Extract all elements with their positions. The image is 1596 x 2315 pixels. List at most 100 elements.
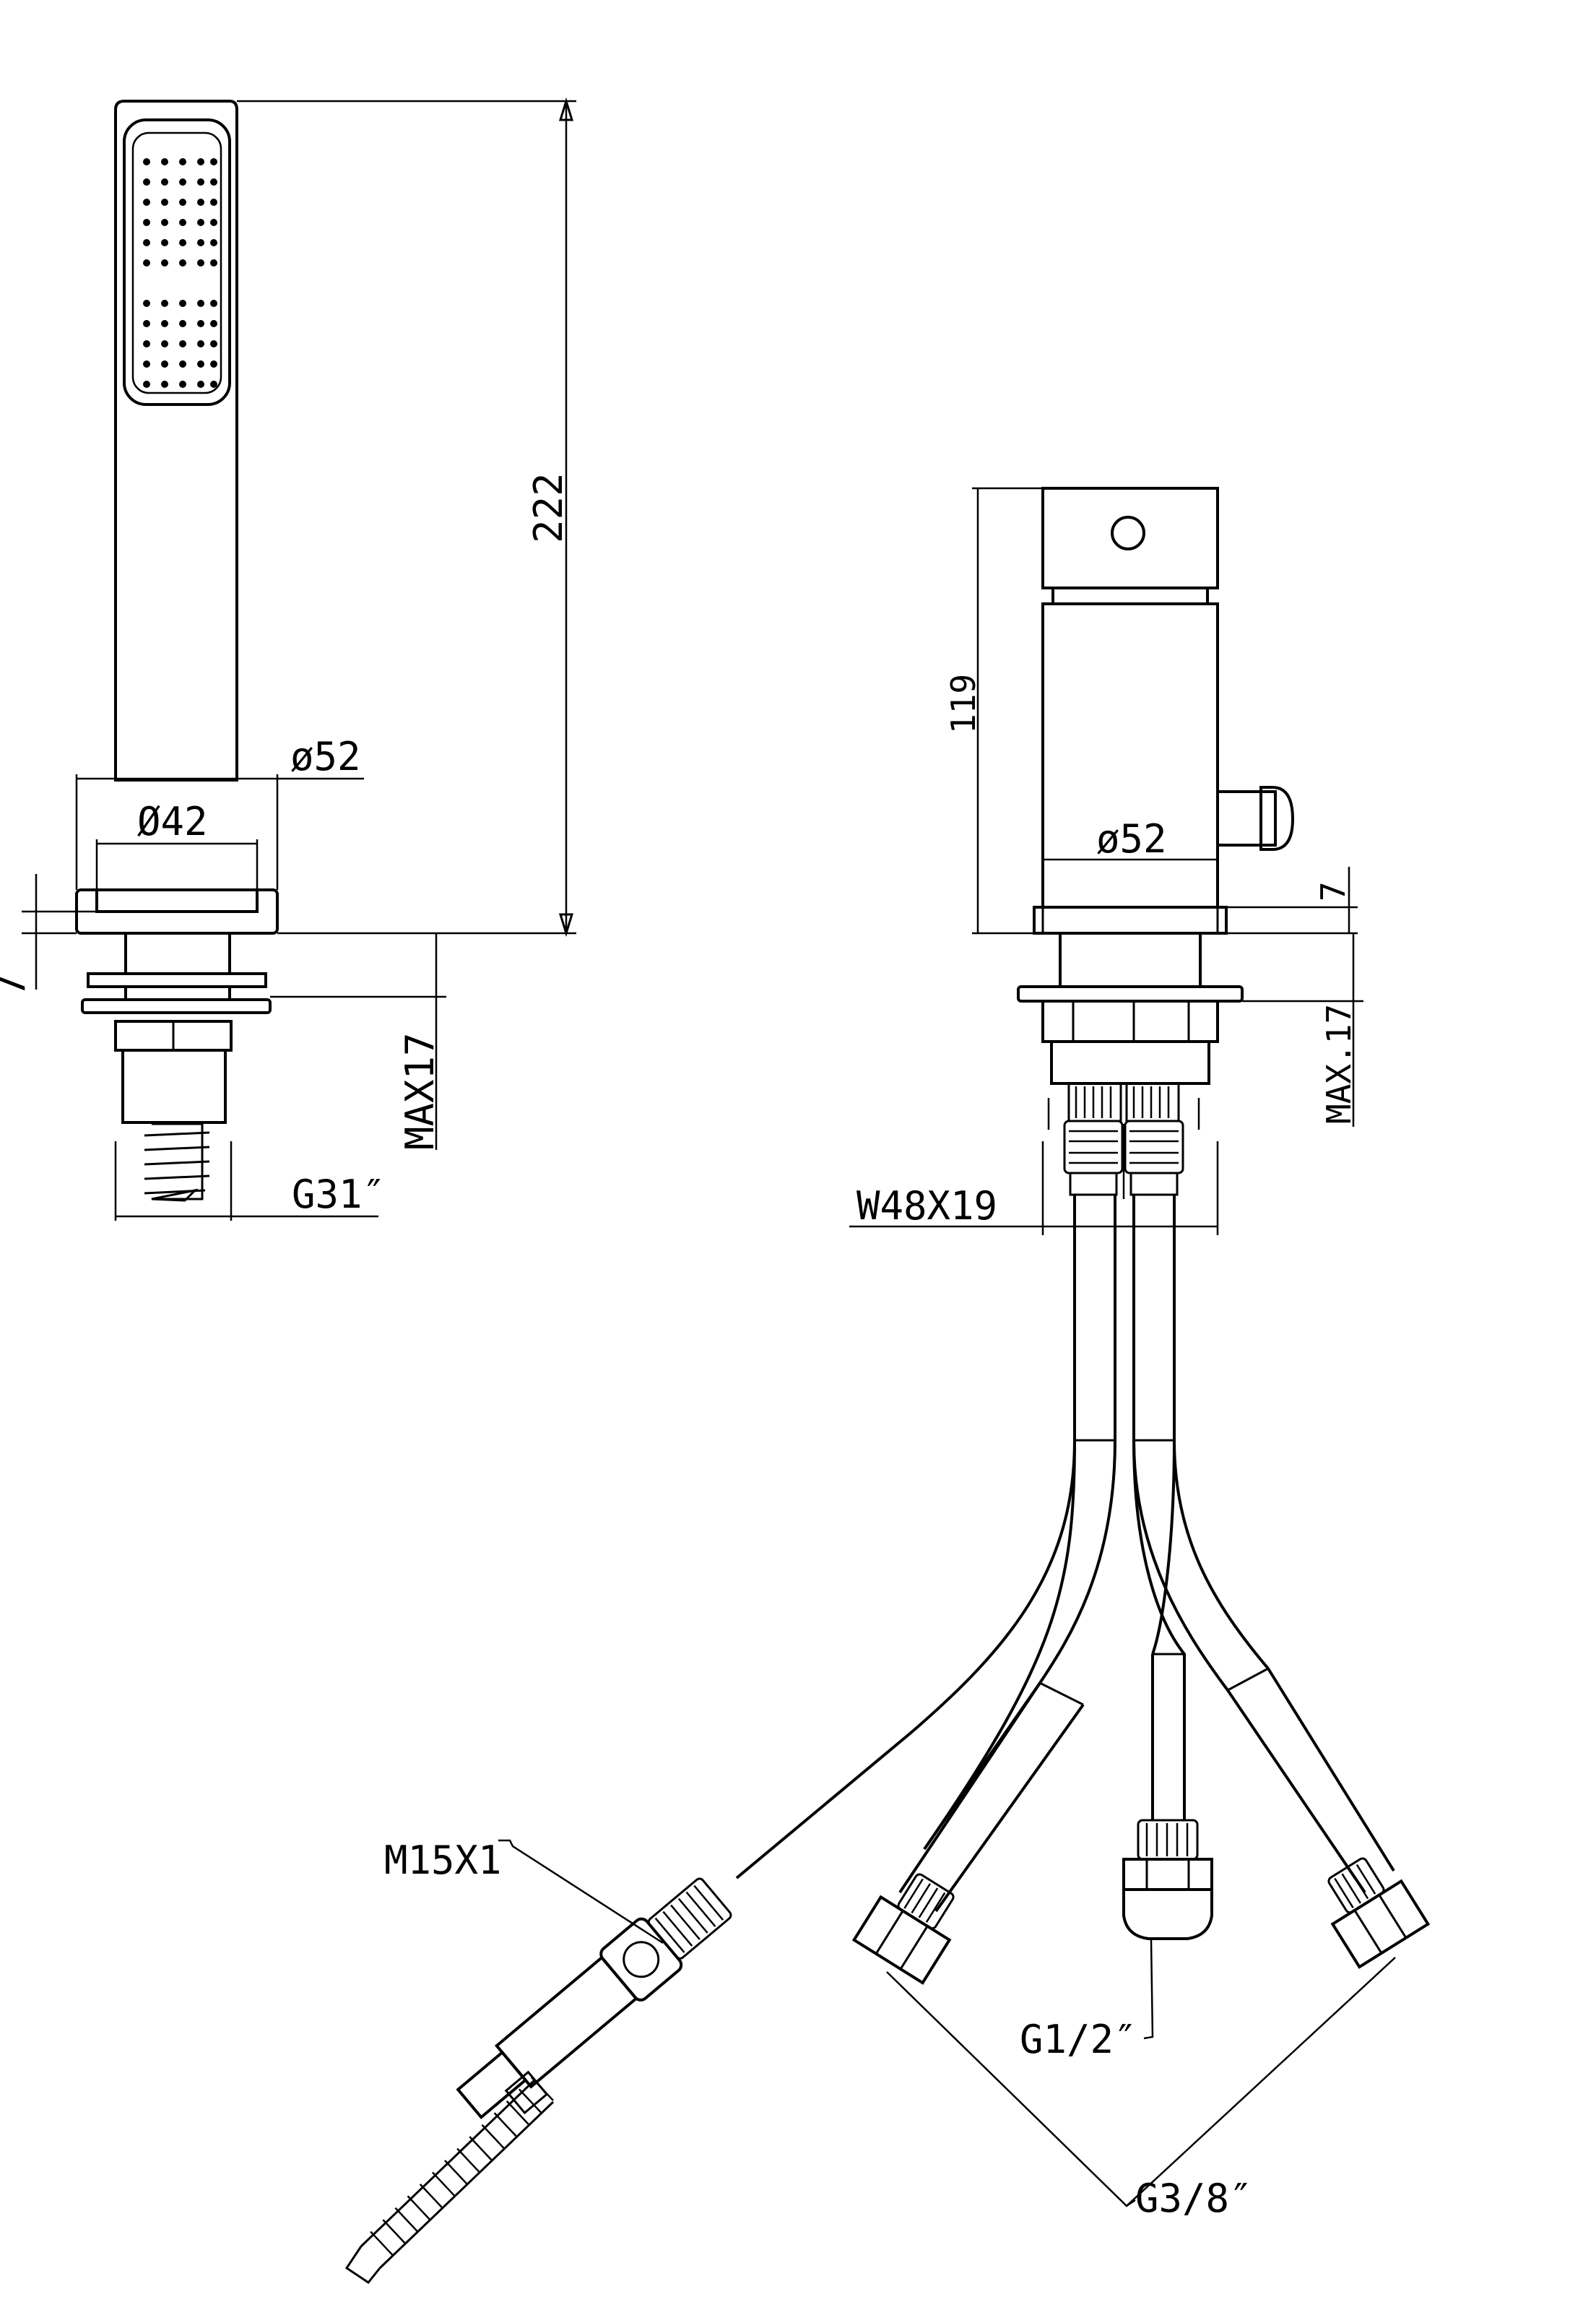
nozzle-dot	[197, 300, 204, 307]
valve-nut-lower	[1050, 1040, 1210, 1085]
valve-cap-ring	[1051, 587, 1209, 605]
valve-base-flange	[1033, 906, 1228, 935]
dim-handset-d52: ø52	[290, 734, 361, 779]
nozzle-dot	[143, 340, 150, 347]
callout-g12: G1/2″	[1020, 2017, 1137, 2062]
nozzle-dot	[210, 340, 217, 347]
nozzle-dot	[197, 360, 204, 368]
nozzle-dot	[179, 199, 186, 206]
right-supply-fitting	[1327, 1857, 1431, 1969]
nozzle-dot	[210, 259, 217, 267]
handset-connector	[121, 1049, 227, 1124]
nozzle-dot	[179, 340, 186, 347]
nozzle-dot	[143, 259, 150, 267]
nozzle-dot	[161, 360, 168, 368]
dim-119: 119	[944, 674, 983, 734]
nozzle-dot	[210, 381, 217, 388]
handset-hose-spiral	[344, 2077, 555, 2285]
center-supply-fitting	[1122, 1819, 1213, 1940]
dim-valve-7: 7	[1314, 881, 1353, 901]
nozzle-dot	[210, 360, 217, 368]
dim-valve-w48x19: W48X19	[856, 1183, 997, 1229]
nozzle-dot	[197, 320, 204, 327]
nozzle-dot	[179, 259, 186, 267]
spray-face-inner	[131, 131, 222, 394]
nozzle-dot	[143, 360, 150, 368]
valve-body	[1041, 602, 1219, 909]
nozzle-dot	[143, 239, 150, 246]
nozzle-dot	[210, 178, 217, 186]
nozzle-dot	[197, 259, 204, 267]
dim-handset-max17: MAX17	[397, 1032, 443, 1150]
dim-valve-max17: MAX.17	[1319, 1004, 1358, 1124]
nozzle-dot	[143, 300, 150, 307]
nozzle-dot	[197, 158, 204, 165]
dim-valve-d52: ø52	[1096, 816, 1167, 862]
callout-g38: G3/8″	[1135, 2176, 1253, 2221]
nozzle-dot	[197, 199, 204, 206]
valve-washer	[1017, 985, 1244, 1003]
supply-hoses	[735, 1195, 1395, 1913]
hand-shower-view: 222 ø52 Ø42 7 MAX17 G31″	[0, 97, 576, 1221]
nozzle-dot	[161, 340, 168, 347]
nozzle-dot	[197, 219, 204, 226]
diverter-button-icon	[1111, 516, 1145, 550]
valve-nut	[1041, 1000, 1219, 1043]
nozzle-dot	[210, 320, 217, 327]
nozzle-dot	[210, 199, 217, 206]
dim-handset-d42: Ø42	[137, 799, 208, 844]
handset-shank	[124, 932, 231, 975]
nozzle-dot	[179, 178, 186, 186]
handset-body	[114, 100, 238, 782]
spray-face	[123, 118, 231, 406]
nozzle-dot	[179, 219, 186, 226]
nozzle-dot	[179, 360, 186, 368]
nozzle-dot	[161, 300, 168, 307]
handset-thread-tail	[144, 1122, 210, 1202]
dim-handset-g31: G31″	[292, 1172, 386, 1217]
handset-flange-top	[95, 888, 259, 913]
diverter-knob	[1259, 786, 1295, 851]
handset-hose-fitting	[456, 1877, 732, 2120]
handset-washer	[87, 972, 267, 988]
left-supply-fitting	[851, 1873, 955, 1985]
valve-outlet-fittings	[1047, 1082, 1200, 1199]
handset-bottom-plate	[81, 998, 272, 1014]
nozzle-dot	[161, 199, 168, 206]
nozzle-dot	[197, 239, 204, 246]
nozzle-dot	[210, 239, 217, 246]
nozzle-dot	[179, 300, 186, 307]
nozzle-dot	[161, 219, 168, 226]
nozzle-dot	[197, 178, 204, 186]
nozzle-dot	[179, 381, 186, 388]
nozzle-dot	[143, 158, 150, 165]
nozzle-dot	[143, 320, 150, 327]
dim-222: 222	[526, 472, 571, 543]
nozzle-dot	[161, 259, 168, 267]
nozzle-dot	[179, 239, 186, 246]
nozzle-dot	[161, 381, 168, 388]
nozzle-dot	[179, 158, 186, 165]
dim-handset-7: 7	[0, 973, 34, 997]
nozzle-dot	[161, 178, 168, 186]
nozzle-dot	[197, 340, 204, 347]
nozzle-dot	[210, 158, 217, 165]
nozzle-dot	[161, 320, 168, 327]
nozzle-dot	[161, 239, 168, 246]
nozzle-dot	[197, 381, 204, 388]
nozzle-dot	[210, 300, 217, 307]
valve-top-cap	[1041, 487, 1219, 589]
nozzle-dot	[210, 219, 217, 226]
diverter-valve-view: 119 ø52 7 MAX.17 W48X19 M15X1 G1/2″ G3/8…	[344, 487, 1431, 2285]
diverter-knob-stem	[1216, 790, 1277, 847]
handset-shank-lower	[124, 985, 231, 1001]
nozzle-dot	[143, 178, 150, 186]
valve-shank	[1059, 932, 1202, 988]
nozzle-dot	[179, 320, 186, 327]
nozzle-dot	[143, 219, 150, 226]
spray-nozzles	[143, 158, 217, 388]
nozzle-dot	[143, 381, 150, 388]
nozzle-dot	[161, 158, 168, 165]
callout-m15x1: M15X1	[384, 1838, 502, 1883]
